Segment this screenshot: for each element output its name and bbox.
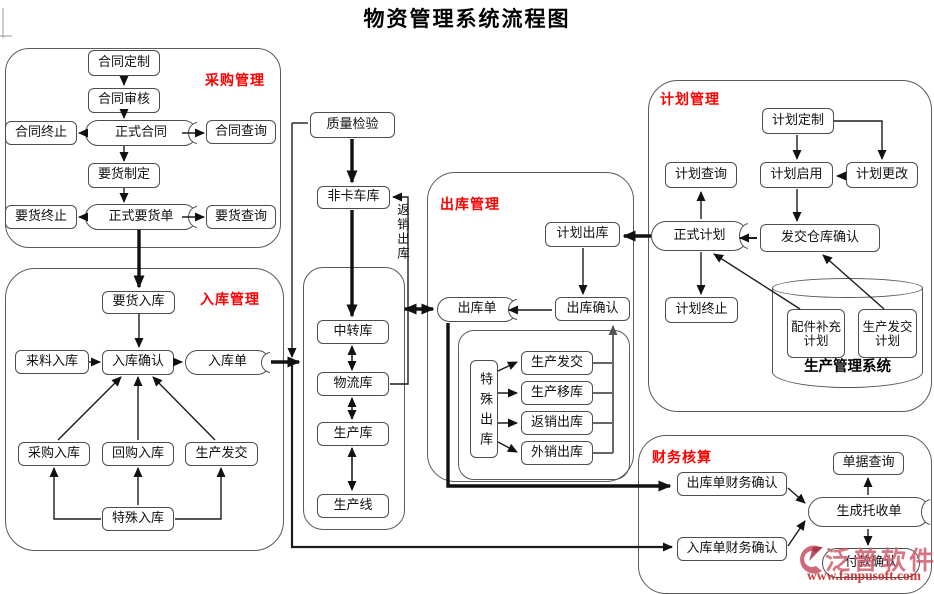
node-plan-query: 计划查询 xyxy=(665,162,737,188)
notch-decoration xyxy=(188,206,198,228)
notch-decoration xyxy=(188,122,198,144)
node-transit-wh: 中转库 xyxy=(317,320,389,344)
node-order-stop: 要货终止 xyxy=(5,205,77,229)
node-non-truck-wh: 非卡车库 xyxy=(317,186,390,209)
node-contract-create: 合同定制 xyxy=(88,50,160,76)
node-collection-order-label: 生成托收单 xyxy=(836,503,902,519)
node-plan-stop: 计划终止 xyxy=(665,297,738,323)
node-prod-move: 生产移库 xyxy=(521,381,593,405)
section-label-purchase: 采购管理 xyxy=(205,73,265,89)
notch-decoration xyxy=(508,299,518,320)
node-formal-plan-label: 正式计划 xyxy=(673,227,726,243)
node-plan-change: 计划更改 xyxy=(846,162,918,188)
node-collection-order: 生成托收单 xyxy=(808,497,931,527)
node-plan-create: 计划定制 xyxy=(762,108,834,134)
node-formal-order-label: 正式要货单 xyxy=(108,208,174,224)
node-formal-contract-label: 正式合同 xyxy=(114,124,167,140)
label-return-out-flow: 返销出库 xyxy=(395,203,410,261)
section-label-inbound: 入库管理 xyxy=(200,292,260,308)
page-title: 物资管理系统流程图 xyxy=(363,7,571,31)
section-warehouse-chain xyxy=(303,267,405,530)
node-contract-query: 合同查询 xyxy=(206,120,276,144)
node-prod-deliver-in: 生产发交 xyxy=(185,442,258,466)
section-label-outbound: 出库管理 xyxy=(440,197,500,213)
node-material-in: 来料入库 xyxy=(15,350,89,374)
node-out-order-label: 出库单 xyxy=(457,301,497,317)
node-order-query: 要货查询 xyxy=(206,205,276,229)
section-label-production-system: 生产管理系统 xyxy=(804,359,891,375)
node-contract-review: 合同审核 xyxy=(88,88,160,113)
section-label-finance: 财务核算 xyxy=(652,450,712,466)
node-deliver-wh-confirm: 发交仓库确认 xyxy=(760,224,880,252)
node-purchase-in: 采购入库 xyxy=(18,442,90,466)
node-prod-plan: 生产发交计划 xyxy=(858,309,917,358)
node-formal-contract: 正式合同 xyxy=(85,120,198,146)
notch-decoration xyxy=(921,499,931,525)
section-plan xyxy=(648,80,932,412)
node-contract-stop: 合同终止 xyxy=(5,121,77,145)
node-formal-order: 正式要货单 xyxy=(85,204,198,230)
notch-decoration xyxy=(261,352,271,373)
node-export-out: 外销出库 xyxy=(521,441,593,465)
cylinder-top xyxy=(772,278,923,298)
section-label-plan: 计划管理 xyxy=(660,92,720,108)
node-in-order: 入库单 xyxy=(185,350,271,375)
node-return-out: 返销出库 xyxy=(521,411,593,435)
node-quality-check: 质量检验 xyxy=(310,112,395,138)
section-purchase xyxy=(5,48,281,248)
node-in-order-label: 入库单 xyxy=(207,354,247,370)
node-in-confirm: 入库确认 xyxy=(102,350,174,375)
notch-decoration xyxy=(739,223,749,249)
node-req-in: 要货入库 xyxy=(102,291,175,314)
node-production-wh: 生产库 xyxy=(317,422,389,446)
node-plan-enable: 计划启用 xyxy=(760,162,833,188)
node-in-fin-confirm: 入库单财务确认 xyxy=(677,537,787,561)
node-production-line: 生产线 xyxy=(317,494,389,518)
node-out-fin-confirm: 出库单财务确认 xyxy=(677,472,787,496)
node-out-confirm: 出库确认 xyxy=(555,297,630,321)
node-order-create: 要货制定 xyxy=(88,163,160,188)
node-payment-confirm: 付款确认 xyxy=(822,548,920,578)
node-formal-plan: 正式计划 xyxy=(651,221,749,251)
node-special-out: 特殊出库 xyxy=(470,360,498,458)
node-doc-query: 单据查询 xyxy=(833,452,904,475)
node-out-order: 出库单 xyxy=(437,297,518,322)
node-plan-out: 计划出库 xyxy=(545,222,620,247)
node-parts-plan: 配件补充计划 xyxy=(787,309,845,358)
node-logistics-wh: 物流库 xyxy=(317,372,389,396)
section-inbound xyxy=(5,268,284,551)
node-buyback-in: 回购入库 xyxy=(102,442,174,466)
node-special-in: 特殊入库 xyxy=(102,507,174,531)
node-prod-deliver-out: 生产发交 xyxy=(521,351,593,375)
